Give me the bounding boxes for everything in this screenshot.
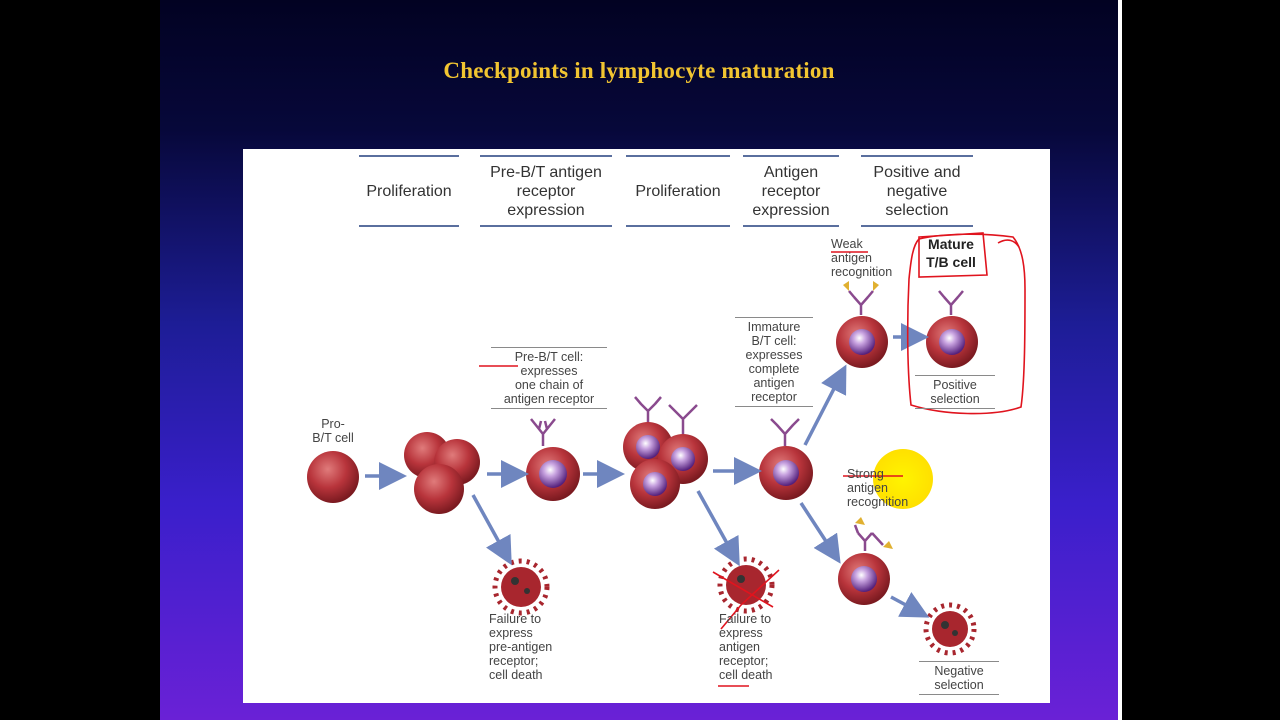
- apoptotic-cell-3: [923, 602, 977, 656]
- window-edge: [1118, 0, 1122, 720]
- flow-arrows: [365, 323, 930, 618]
- pre-cell-label: Pre-B/T cell: expresses one chain of ant…: [491, 347, 607, 409]
- mature-cell-label: Mature T/B cell: [926, 236, 976, 270]
- mature-cell: [926, 290, 978, 368]
- death-label-1: Failure to express pre-antigen receptor;…: [489, 612, 553, 682]
- positive-selection-label: Positive selection: [915, 375, 995, 409]
- negative-selection-label: Negative selection: [919, 661, 999, 695]
- stage-selection: Positive and negative selection: [861, 155, 973, 227]
- strong-recognition-label: Strong antigen recognition: [847, 467, 909, 509]
- stage-proliferation-1: Proliferation: [359, 155, 459, 227]
- stage-label: Proliferation: [635, 182, 721, 200]
- stage-label: Positive and negative selection: [873, 163, 961, 219]
- handwritten-annotations: [479, 232, 1026, 687]
- diagram-figure: Proliferation Pre-B/T antigen receptor e…: [243, 149, 1050, 703]
- apoptotic-cell-1: [492, 558, 550, 616]
- stage-label: Proliferation: [366, 182, 452, 200]
- strong-recognition-cell: [838, 517, 893, 605]
- stage-label: Pre-B/T antigen receptor expression: [490, 163, 602, 219]
- diagram-artwork: [307, 232, 1026, 687]
- pro-cell: [307, 451, 359, 503]
- highlight-marker: [873, 449, 933, 509]
- immature-cell-label: Immature B/T cell: expresses complete an…: [735, 317, 813, 407]
- pre-cell: [526, 418, 580, 501]
- stage-pre-receptor: Pre-B/T antigen receptor expression: [480, 155, 612, 227]
- stage-receptor-expression: Antigen receptor expression: [743, 155, 839, 227]
- proliferating-cells-1: [404, 432, 480, 514]
- weak-recognition-cell: [836, 281, 888, 368]
- immature-cell: [759, 418, 813, 500]
- pro-cell-label: Pro- B/T cell: [312, 417, 354, 445]
- apoptotic-cell-2: [717, 556, 775, 614]
- stage-label: Antigen receptor expression: [752, 163, 830, 219]
- death-label-2: Failure to express antigen receptor; cel…: [719, 612, 773, 682]
- stage-proliferation-2: Proliferation: [626, 155, 730, 227]
- slide-title: Checkpoints in lymphocyte maturation: [443, 58, 835, 83]
- weak-recognition-label: Weak antigen recognition: [831, 237, 893, 279]
- proliferating-cells-2: [623, 396, 708, 509]
